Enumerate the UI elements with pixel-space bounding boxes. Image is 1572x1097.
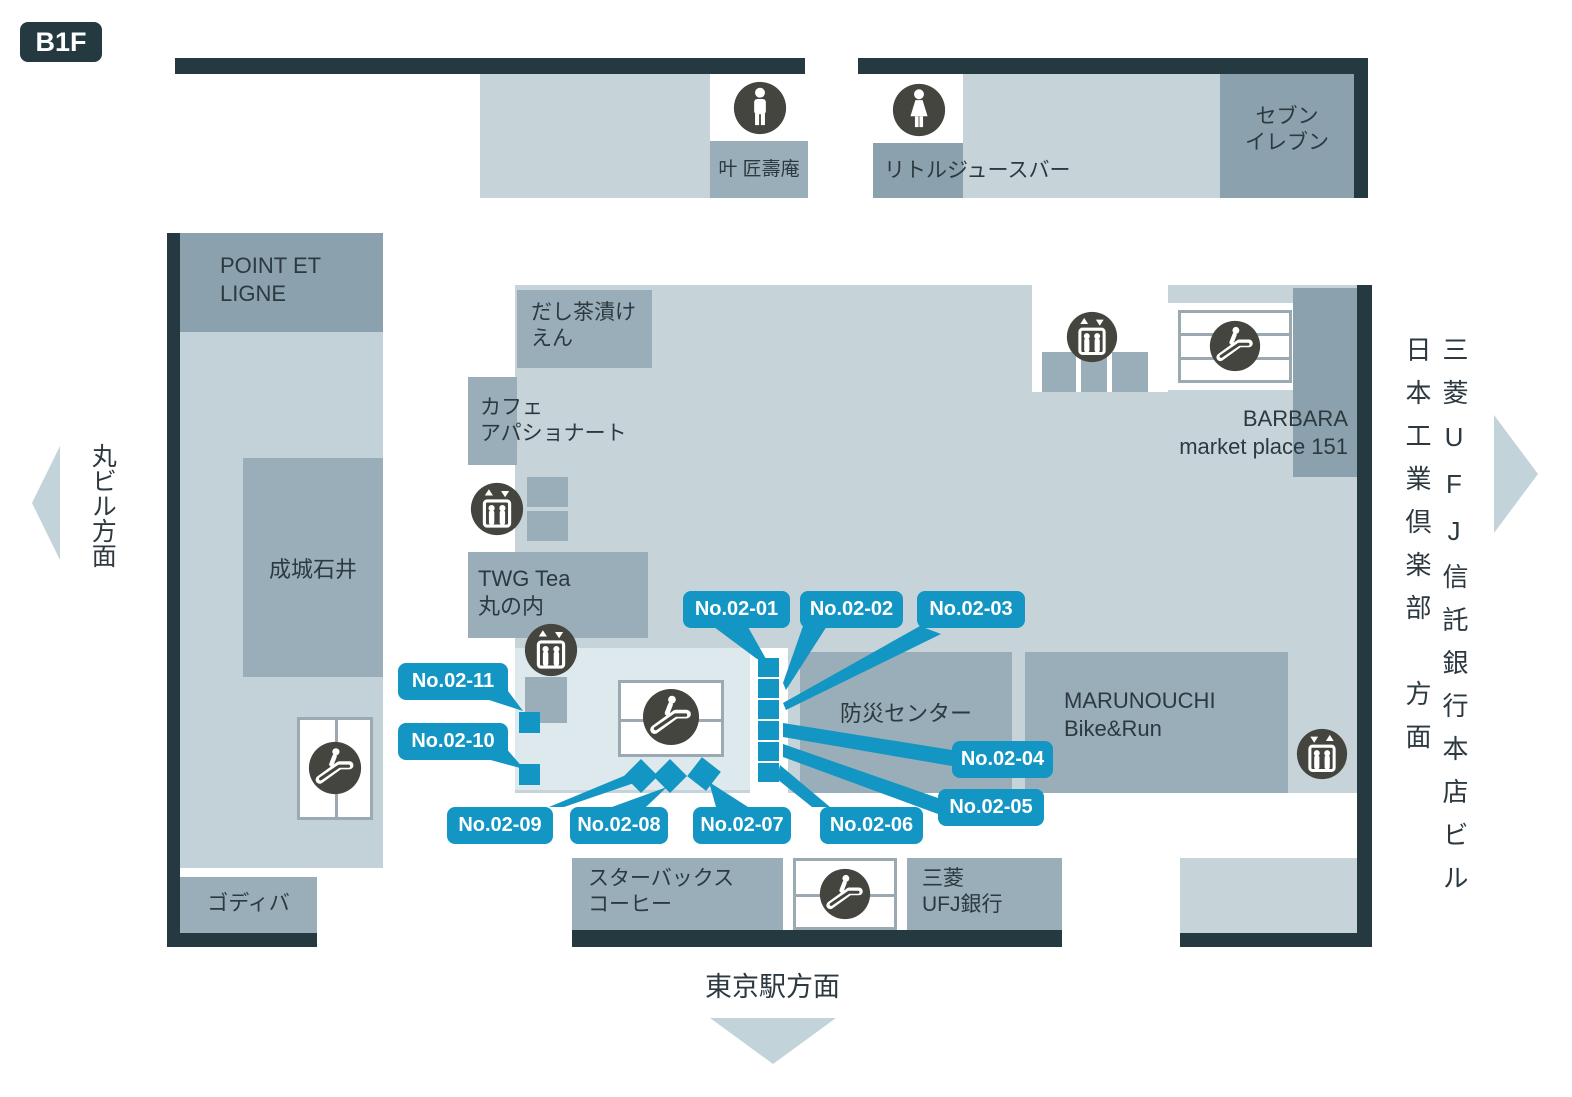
store-block-juice-floor — [963, 74, 1220, 198]
locker-label-02-11[interactable]: No.02-11 — [398, 663, 508, 700]
store-label-starbucks: スターバックス コーヒー — [588, 867, 735, 917]
locker-marker-02-05[interactable] — [758, 742, 779, 761]
store-label-dashi-chazuke: だし茶漬け えん — [531, 301, 636, 351]
store-block-cafe — [468, 377, 517, 465]
wall-right — [1357, 285, 1372, 947]
locker-label-02-04[interactable]: No.02-04 — [952, 741, 1053, 778]
store-block-seven-eleven — [1220, 74, 1354, 198]
store-label-mufg-bank: 三菱 UFJ銀行 — [922, 867, 1003, 917]
store-label-cafe-appassionato: カフェ アパショナート — [480, 396, 627, 446]
arrow-right-icon — [1494, 415, 1538, 533]
elevator-icon — [1066, 311, 1118, 363]
elevator-shaft — [527, 477, 568, 507]
restroom-female-icon — [892, 83, 946, 137]
store-block-kano-label-bg — [710, 141, 808, 198]
locker-marker-02-03[interactable] — [758, 700, 779, 719]
store-label-barbara: BARBARA market place 151 — [1179, 406, 1348, 459]
wall-left — [167, 233, 180, 947]
store-label-bosai-center: 防災センター — [839, 701, 972, 726]
elevator-icon — [1296, 728, 1348, 780]
store-block-mufg-bank — [907, 858, 1062, 930]
bottom-right-floor-block — [1180, 858, 1357, 933]
store-label-little-juice-bar: リトルジュースバー — [884, 159, 1071, 182]
escalator-icon — [1209, 320, 1261, 372]
locker-label-02-01[interactable]: No.02-01 — [683, 591, 790, 628]
escalator-icon — [308, 741, 362, 795]
wall-bottom-center — [572, 930, 1062, 947]
escalator-icon — [819, 868, 871, 920]
locker-label-02-06[interactable]: No.02-06 — [820, 807, 923, 844]
store-label-seven-eleven: セブン イレブン — [1245, 105, 1329, 155]
store-block-juice-label-bg — [873, 143, 963, 198]
store-block-starbucks — [572, 858, 783, 930]
store-block-twg-tea — [468, 552, 648, 638]
elevator-icon — [470, 482, 524, 536]
locker-label-02-05[interactable]: No.02-05 — [938, 789, 1044, 826]
store-block-seijo-ishii — [243, 458, 383, 677]
store-block-dashi-chazuke — [517, 290, 652, 368]
locker-marker-02-10-target[interactable] — [519, 764, 540, 785]
wall-bottom-right — [1180, 933, 1357, 947]
arrow-left-icon — [32, 446, 60, 560]
store-label-seijo-ishii: 成城石井 — [268, 557, 357, 582]
locker-label-02-08[interactable]: No.02-08 — [570, 807, 668, 844]
floor-badge: B1F — [20, 22, 102, 62]
direction-label-marubiru: 丸ビル方面 — [88, 443, 117, 568]
locker-marker-02-11-target[interactable] — [519, 712, 540, 733]
arrow-down-icon — [710, 1018, 836, 1064]
store-label-kano: 叶 匠壽庵 — [718, 158, 800, 180]
restroom-male-icon — [733, 81, 787, 135]
elevator-shaft — [527, 511, 568, 541]
locker-marker-02-01[interactable] — [758, 658, 779, 677]
escalator-icon — [642, 688, 700, 746]
elevator-shaft — [1042, 352, 1076, 392]
locker-label-02-07[interactable]: No.02-07 — [693, 807, 791, 844]
store-label-godiva: ゴディバ — [207, 892, 290, 915]
wall-top-left — [175, 58, 805, 74]
locker-label-02-02[interactable]: No.02-02 — [800, 591, 903, 628]
locker-marker-02-04[interactable] — [758, 721, 779, 740]
store-block-godiva — [180, 877, 317, 933]
store-block-barbara-side — [1293, 288, 1357, 477]
wall-bottom-left — [167, 933, 317, 947]
locker-label-02-10[interactable]: No.02-10 — [398, 723, 508, 760]
locker-label-02-09[interactable]: No.02-09 — [447, 807, 553, 844]
elevator-icon — [524, 623, 578, 677]
elevator-shaft — [1112, 352, 1148, 392]
store-label-marunouchi-bike-run: MARUNOUCHI Bike&Run — [1064, 688, 1216, 741]
store-block-marunouchi-bike-run — [1025, 652, 1288, 793]
locker-marker-02-02[interactable] — [758, 679, 779, 698]
locker-marker-02-06[interactable] — [758, 763, 779, 782]
direction-label-mufg-trust: 三菱UFJ信託銀行本店ビル 日本工業倶楽部 方面 — [1402, 336, 1469, 907]
store-label-point-et-ligne: POINT ET LIGNE — [220, 253, 322, 306]
direction-label-tokyo-station: 東京駅方面 — [705, 972, 840, 1002]
locker-label-02-03[interactable]: No.02-03 — [917, 591, 1025, 628]
wall-top-right — [858, 58, 1368, 74]
store-block-kano-floor — [480, 74, 710, 198]
wall-top-right-side — [1352, 58, 1368, 198]
store-block-point-et-ligne — [180, 233, 383, 332]
store-label-twg-tea: TWG Tea 丸の内 — [478, 566, 571, 619]
